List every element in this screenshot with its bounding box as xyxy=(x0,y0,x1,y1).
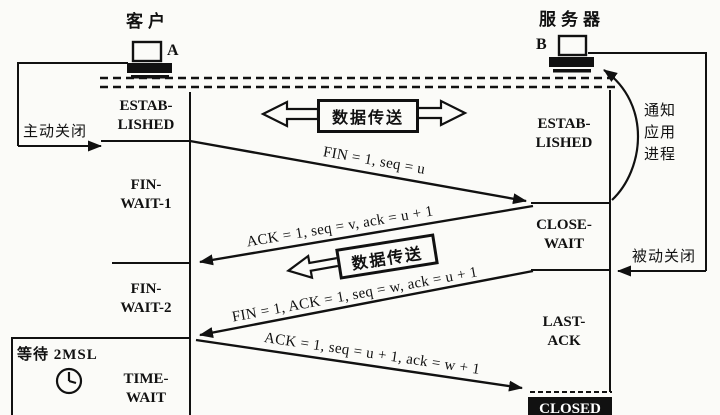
notify-app-curved-arrow xyxy=(603,69,640,201)
physical-link-dashed-lines xyxy=(100,76,618,89)
server-state-close-wait: CLOSE- WAIT xyxy=(536,217,592,252)
server-title: 服务器 xyxy=(539,10,605,29)
active-close-label: 主动关闭 xyxy=(23,124,88,140)
client-host-letter: A xyxy=(167,42,179,59)
server-host-letter: B xyxy=(536,36,547,53)
server-state-last-ack: LAST- ACK xyxy=(542,314,586,349)
segment-fin-arrow xyxy=(189,139,610,205)
data-transfer-box-top: 数据传送 xyxy=(317,99,419,133)
hollow-arrow-left-icon xyxy=(260,100,320,128)
segment-ack-arrow xyxy=(112,204,534,266)
hollow-arrow-right-icon xyxy=(411,99,468,127)
active-close-bracket xyxy=(17,62,190,152)
segment-last-ack-arrow xyxy=(195,338,612,393)
clock-icon xyxy=(55,367,83,395)
notify-app-label: 通知 应用 进程 xyxy=(644,103,677,163)
server-state-established: ESTAB- LISHED xyxy=(535,116,593,151)
server-state-closed: CLOSED xyxy=(528,397,612,415)
client-state-time-wait: TIME- WAIT xyxy=(123,371,169,406)
wait-2msl-box xyxy=(11,337,190,415)
server-computer-icon xyxy=(549,34,594,73)
client-state-fin-wait-1: FIN- WAIT-1 xyxy=(120,177,172,212)
client-title: 客户 xyxy=(126,12,170,31)
segment-fin-ack-arrow xyxy=(199,269,610,338)
client-computer-icon xyxy=(127,40,172,79)
client-state-fin-wait-2: FIN- WAIT-2 xyxy=(120,281,172,316)
passive-close-label: 被动关闭 xyxy=(632,249,697,265)
passive-close-bracket xyxy=(588,52,707,277)
client-state-established: ESTAB- LISHED xyxy=(117,98,175,133)
wait-2msl-label: 等待 2MSL xyxy=(17,347,98,363)
hollow-arrow-left2-icon xyxy=(285,254,344,280)
